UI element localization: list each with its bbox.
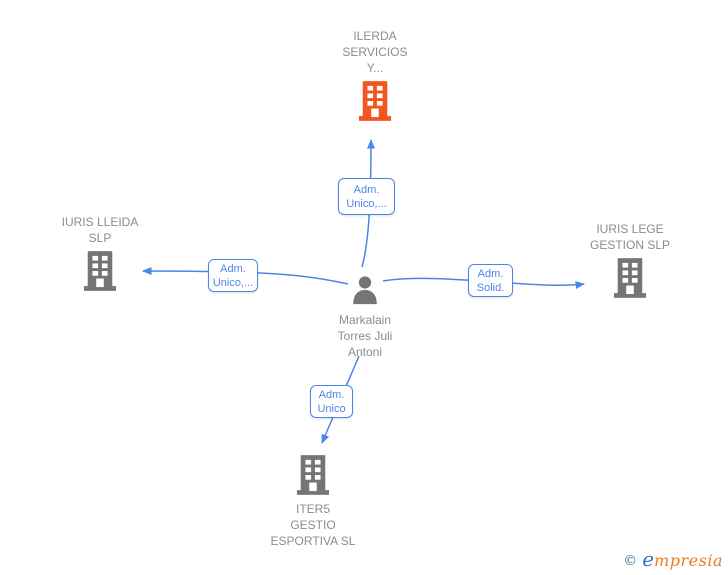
edge-label-adm-unico-ilerda[interactable]: Adm. Unico,...: [338, 178, 395, 215]
edge-label-line: Adm.: [220, 262, 246, 275]
node-person-markalain[interactable]: Markalain Torres Juli Antoni: [303, 274, 427, 360]
copyright-icon: ©: [623, 553, 638, 569]
edge-label-adm-solid-iuris-lege[interactable]: Adm. Solid.: [468, 264, 513, 297]
brand-rest: mpresia: [654, 551, 723, 570]
edge-label-adm-unico-iter5[interactable]: Adm. Unico: [310, 385, 353, 418]
edge-label-line: Solid.: [476, 281, 505, 294]
building-icon: [613, 258, 647, 298]
node-company-ilerda[interactable]: ILERDA SERVICIOS Y...: [323, 28, 427, 121]
edge-label-line: Unico,...: [346, 197, 387, 210]
building-icon: [83, 251, 117, 291]
node-label-line: Torres Juli: [337, 329, 393, 343]
node-label: ITER5 GESTIO ESPORTIVA SL: [271, 501, 356, 549]
node-label: ILERDA SERVICIOS Y...: [342, 28, 407, 76]
empresia-logo[interactable]: ©empresia: [623, 547, 723, 571]
edge-line-to-iuris-lleida: [142, 267, 349, 285]
edge-label-line: Unico,...: [212, 276, 254, 289]
edge-label-line: Adm.: [353, 183, 380, 196]
edge-line-to-ilerda: [361, 139, 375, 268]
node-label: IURIS LEGE GESTION SLP: [590, 221, 670, 253]
node-company-iter5[interactable]: ITER5 GESTIO ESPORTIVA SL: [251, 455, 375, 549]
node-label: Markalain Torres Juli Antoni: [338, 312, 393, 360]
node-label-line: Y...: [366, 61, 384, 75]
node-label-line: ILERDA: [353, 29, 397, 43]
building-icon: [296, 455, 330, 495]
node-label-line: SLP: [88, 231, 112, 245]
edge-label-adm-unico-iuris-lleida[interactable]: Adm. Unico,...: [208, 259, 258, 292]
edge-label-line: Unico: [317, 402, 346, 415]
brand-initial: e: [642, 547, 655, 571]
person-icon: [353, 276, 377, 305]
node-label-line: SERVICIOS: [342, 45, 408, 59]
edge-label-line: Adm.: [318, 388, 345, 401]
edge-label-line: Adm.: [477, 267, 504, 280]
node-label: IURIS LLEIDA SLP: [62, 214, 139, 246]
node-label-line: GESTIO: [290, 518, 336, 532]
node-company-iuris-lleida[interactable]: IURIS LLEIDA SLP: [38, 214, 162, 291]
node-label-line: Markalain: [338, 313, 392, 327]
node-label-line: ESPORTIVA SL: [270, 534, 356, 548]
node-label-line: IURIS LEGE: [596, 222, 664, 236]
building-icon: [358, 81, 392, 121]
node-label-line: GESTION SLP: [589, 238, 671, 252]
node-label-line: Antoni: [347, 345, 383, 359]
node-label-line: IURIS LLEIDA: [61, 215, 139, 229]
node-company-iuris-lege[interactable]: IURIS LEGE GESTION SLP: [568, 221, 692, 298]
node-label-line: ITER5: [295, 502, 330, 516]
